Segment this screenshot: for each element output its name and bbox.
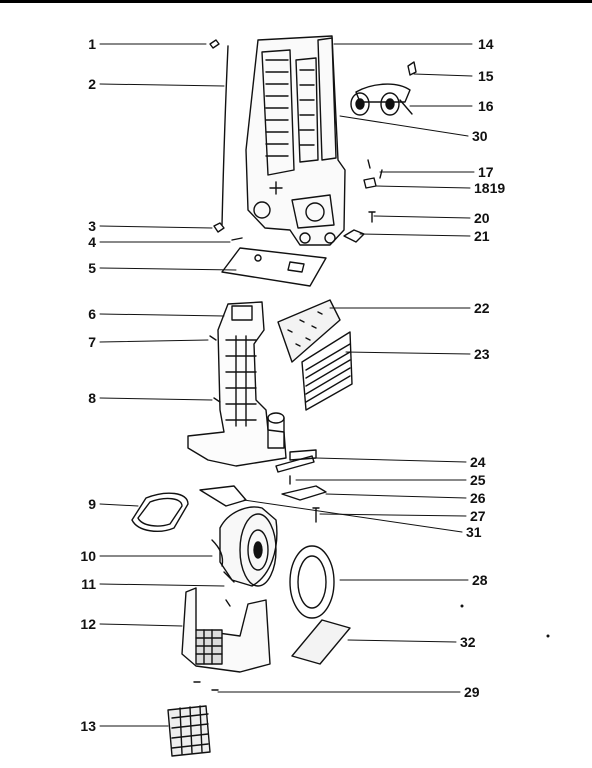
callout-28: 28 <box>472 572 488 588</box>
callout-23: 23 <box>474 346 490 362</box>
right-leader-lines <box>217 43 475 693</box>
bag-housing-part <box>181 587 271 673</box>
callout-7: 7 <box>88 334 96 350</box>
small-hardware-parts <box>343 159 383 243</box>
callout-25: 25 <box>470 472 486 488</box>
handle-housing-part <box>245 35 346 246</box>
callout-20: 20 <box>474 210 490 226</box>
screw-part <box>193 681 219 691</box>
callout-11: 11 <box>81 576 96 592</box>
callout-22: 22 <box>474 300 490 316</box>
callout-29: 29 <box>464 684 480 700</box>
callout-13: 13 <box>80 718 96 734</box>
callout-30: 30 <box>472 128 488 144</box>
callout-15: 15 <box>478 68 494 84</box>
wheel-assembly-part <box>350 61 417 116</box>
left-leader-lines <box>99 43 237 727</box>
callout-1819: 1819 <box>474 180 506 196</box>
callout-21: 21 <box>474 228 490 244</box>
callout-24: 24 <box>470 454 486 470</box>
drive-belt-part <box>131 492 189 532</box>
callout-32: 32 <box>460 634 476 650</box>
callout-5: 5 <box>88 260 96 276</box>
gasket-ring-part <box>289 545 335 619</box>
pad-part <box>291 619 351 665</box>
callout-1: 1 <box>88 36 96 52</box>
callout-8: 8 <box>88 390 96 406</box>
callout-3: 3 <box>88 218 96 234</box>
callout-27: 27 <box>470 508 486 524</box>
exhaust-filter-part <box>167 705 211 757</box>
callout-16: 16 <box>478 98 494 114</box>
callout-4: 4 <box>88 234 96 250</box>
cord-part <box>209 39 229 233</box>
motor-part <box>211 506 278 587</box>
callout-6: 6 <box>88 306 96 322</box>
filter-panel-part <box>277 299 341 363</box>
callout-9: 9 <box>88 496 96 512</box>
callout-26: 26 <box>470 490 486 506</box>
inner-frame-part <box>187 301 287 467</box>
callout-14: 14 <box>478 36 494 52</box>
callout-17: 17 <box>478 164 494 180</box>
callout-31: 31 <box>466 524 482 540</box>
callout-2: 2 <box>88 76 96 92</box>
callout-12: 12 <box>80 616 96 632</box>
grille-part <box>301 331 353 411</box>
base-plate-part <box>221 237 327 287</box>
top-border-rule <box>0 0 592 3</box>
callout-10: 10 <box>80 548 96 564</box>
